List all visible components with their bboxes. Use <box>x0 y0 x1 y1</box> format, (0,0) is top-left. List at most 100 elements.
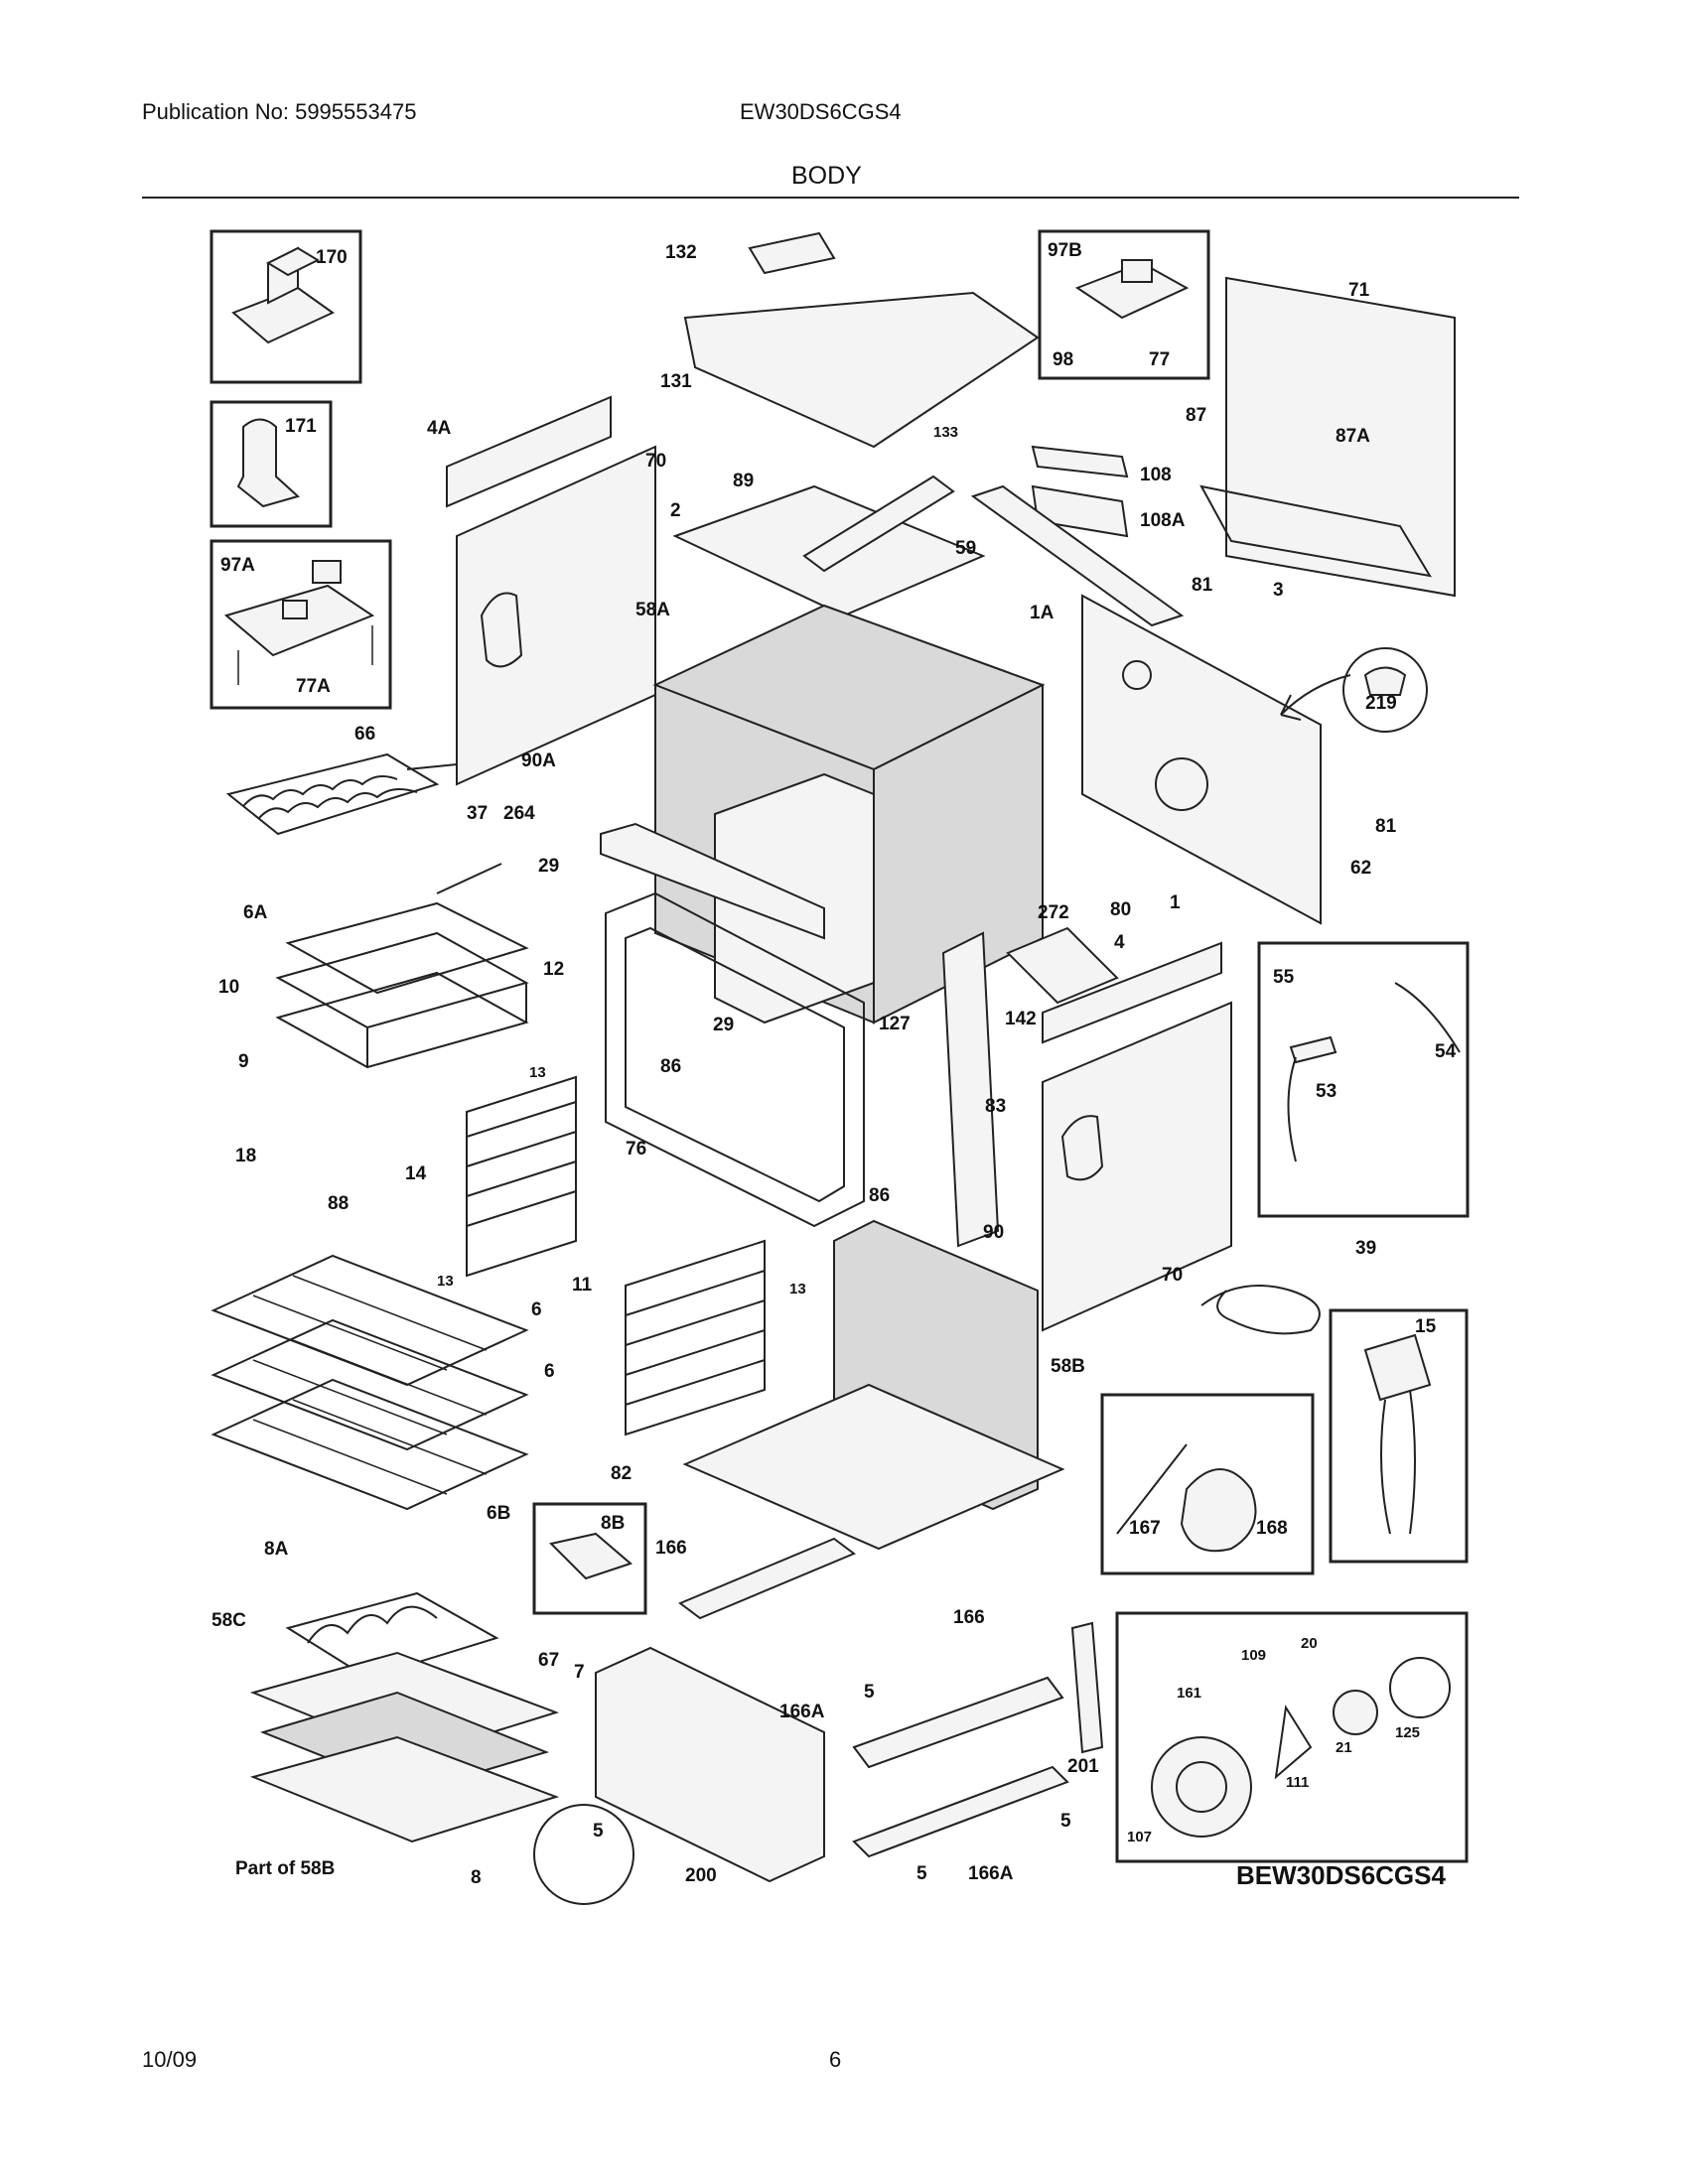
label-90A: 90A <box>521 751 556 771</box>
frame-82 <box>682 1383 1065 1551</box>
label-166Aa: 166A <box>779 1702 825 1722</box>
label-67: 67 <box>538 1650 559 1671</box>
label-7: 7 <box>574 1662 585 1683</box>
label-87: 87 <box>1186 405 1206 426</box>
label-108A: 108A <box>1140 510 1186 531</box>
label-15: 15 <box>1415 1316 1437 1337</box>
label-219: 219 <box>1365 693 1397 714</box>
diagram-code: BEW30DS6CGS4 <box>1236 1860 1446 1890</box>
trim-264 <box>600 822 825 940</box>
page-number: 6 <box>829 2047 842 2072</box>
label-8: 8 <box>471 1867 482 1888</box>
circle-219 <box>1342 647 1428 733</box>
label-80: 80 <box>1110 899 1131 920</box>
label-131: 131 <box>660 371 692 392</box>
label-98: 98 <box>1053 349 1073 370</box>
label-66: 66 <box>354 724 375 745</box>
label-71: 71 <box>1348 280 1370 301</box>
label-58B: 58B <box>1051 1356 1085 1377</box>
wire-37 <box>436 863 502 894</box>
door-frame-76 <box>605 891 865 1228</box>
label-127: 127 <box>879 1014 911 1034</box>
label-6A: 6A <box>243 902 268 923</box>
inset-15 <box>1329 1308 1469 1564</box>
label-1: 1 <box>1170 892 1181 913</box>
label-107: 107 <box>1127 1829 1152 1845</box>
inset-97A <box>210 539 392 710</box>
label-166a: 166 <box>655 1538 687 1559</box>
label-3: 3 <box>1273 580 1284 601</box>
inset-170 <box>210 229 362 384</box>
publication-number: Publication No: 5995553475 <box>142 99 417 124</box>
label-77: 77 <box>1149 349 1170 370</box>
model-number: EW30DS6CGS4 <box>740 99 902 124</box>
broil-pan-6A-10-9 <box>275 901 529 1069</box>
label-9: 9 <box>238 1051 249 1072</box>
broil-element-66 <box>225 752 458 836</box>
side-panel-window-right <box>1060 1115 1104 1181</box>
label-10: 10 <box>218 977 239 998</box>
side-panel-4 <box>1042 941 1222 1044</box>
label-12: 12 <box>543 959 564 980</box>
side-panel-4A <box>446 395 612 508</box>
label-70a: 70 <box>645 451 666 472</box>
label-272: 272 <box>1038 902 1069 923</box>
label-55: 55 <box>1273 967 1295 988</box>
rail-1A <box>970 484 1185 627</box>
label-13b: 13 <box>437 1273 454 1290</box>
label-133: 133 <box>933 424 958 441</box>
label-83: 83 <box>985 1096 1006 1117</box>
label-29a: 29 <box>538 856 559 877</box>
label-20: 20 <box>1301 1635 1318 1652</box>
label-6b: 6 <box>544 1361 555 1382</box>
slide-166-right <box>852 1676 1064 1769</box>
label-97A: 97A <box>220 555 255 576</box>
rear-panel-87 <box>1199 484 1432 578</box>
label-5c: 5 <box>593 1821 604 1842</box>
back-panel-hole-b <box>1155 757 1208 811</box>
inset-8B <box>532 1502 647 1615</box>
arrow-219 <box>1280 674 1351 721</box>
bracket-133 <box>802 475 955 573</box>
side-panel-window-left <box>480 592 523 668</box>
header-rule <box>142 197 1519 199</box>
label-14: 14 <box>405 1163 427 1184</box>
label-21: 21 <box>1336 1739 1352 1756</box>
label-1A: 1A <box>1030 603 1055 623</box>
label-89: 89 <box>733 471 754 491</box>
label-5d: 5 <box>916 1863 927 1884</box>
label-81a: 81 <box>1192 575 1213 596</box>
label-86a: 86 <box>660 1056 681 1077</box>
label-166b: 166 <box>953 1607 985 1628</box>
label-264: 264 <box>503 803 535 824</box>
label-2: 2 <box>670 500 681 521</box>
door-frame-inner <box>625 926 845 1203</box>
label-13c: 13 <box>789 1281 806 1297</box>
slide-166-left <box>678 1537 856 1620</box>
label-37: 37 <box>467 803 488 824</box>
label-53: 53 <box>1316 1081 1336 1102</box>
label-54: 54 <box>1435 1041 1457 1062</box>
label-6a: 6 <box>531 1299 542 1320</box>
section-title: BODY <box>791 162 862 190</box>
label-90: 90 <box>983 1222 1004 1243</box>
label-13a: 13 <box>529 1064 546 1081</box>
label-59: 59 <box>955 538 976 559</box>
inset-167-168 <box>1100 1393 1315 1575</box>
label-125: 125 <box>1395 1724 1420 1741</box>
back-panel-142 <box>1006 926 1119 1005</box>
power-cord-39 <box>1200 1285 1321 1335</box>
bottom-panels-58C-8 <box>249 1651 560 1843</box>
side-panel-70-right <box>1042 1001 1232 1332</box>
back-panel-hole-a <box>1122 660 1152 690</box>
label-161: 161 <box>1177 1685 1201 1702</box>
label-201: 201 <box>1067 1756 1099 1777</box>
oven-racks-6 <box>211 1254 529 1511</box>
cover-132 <box>748 231 836 275</box>
top-panel-131 <box>683 291 1040 449</box>
label-132: 132 <box>665 242 697 263</box>
label-76: 76 <box>626 1139 646 1160</box>
label-88: 88 <box>328 1193 349 1214</box>
label-171: 171 <box>285 416 317 437</box>
label-58C: 58C <box>211 1610 246 1631</box>
